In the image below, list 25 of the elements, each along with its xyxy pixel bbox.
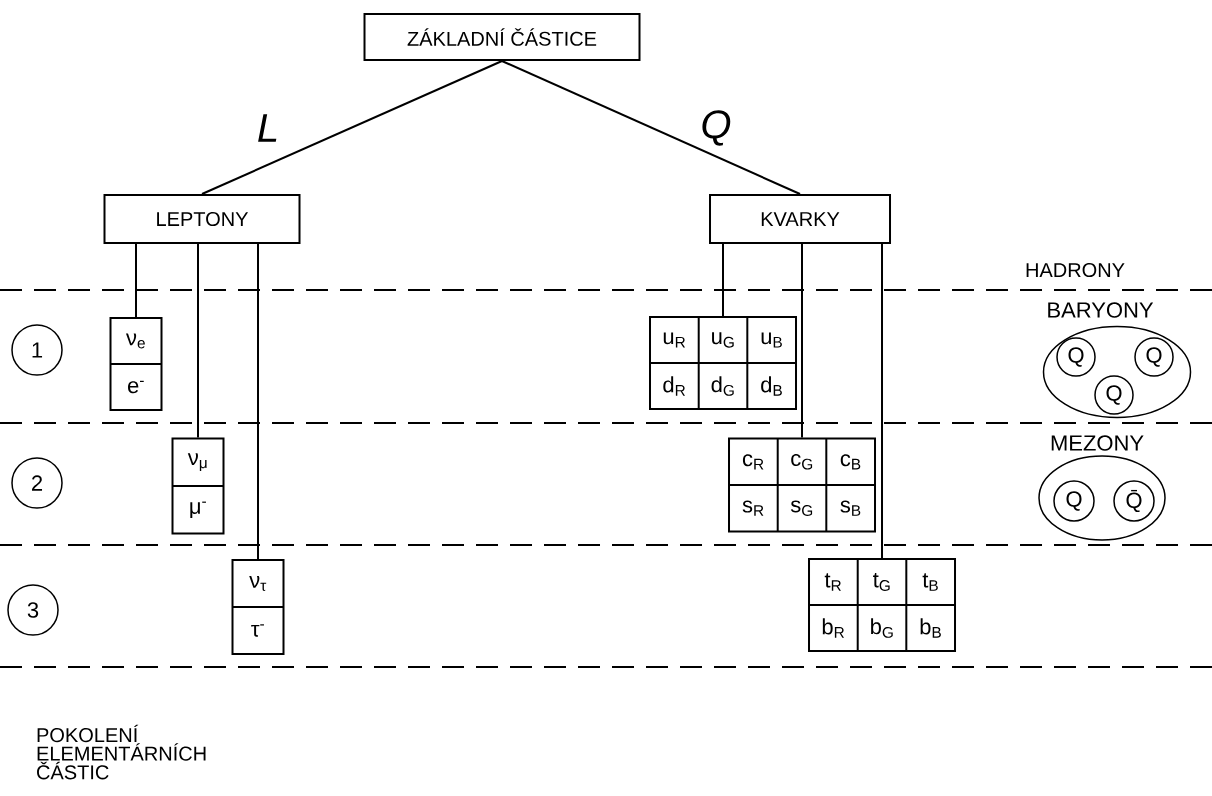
particle-table: t$_{R}$ t$_{G}$ t$_{B}$ b$_{R}$ b$_{G}$ b$_{B}$ [808, 558, 956, 652]
edge-label: L [258, 114, 277, 142]
particle-table: u$_{R}$ u$_{G}$ u$_{B}$ d$_{R}$ d$_{G}$ d$_{B}$ [649, 316, 797, 410]
connector-line [197, 243, 199, 439]
category-box: LEPTONY [103, 194, 301, 244]
note: POKOLENÍ ELEMENTÁRNÍCH ČÁSTIC [37, 724, 206, 780]
connector-line [201, 60, 503, 195]
heading: MEZONY [1051, 435, 1144, 451]
connector-line [135, 243, 137, 318]
heading: HADRONY [1026, 262, 1125, 278]
connector-line [801, 243, 803, 439]
category-box: KVARKY [709, 194, 891, 244]
connector-line [257, 243, 259, 560]
particle-table: c$_{R}$ c$_{G}$ c$_{B}$ s$_{R}$ s$_{G}$ s$_{B}$ [728, 437, 876, 533]
particle-table: ν$_{μ}$ μ$^{-}$ [171, 437, 225, 535]
connector-line [501, 60, 801, 195]
connector-line [722, 243, 724, 317]
particle-table: ν$_{e}$ e$^{-}$ [109, 317, 163, 411]
particle-table: ν$_{τ}$ τ$^{-}$ [231, 559, 285, 655]
particle-oval [1042, 325, 1192, 419]
connector-line [881, 243, 883, 559]
category-box: ZÁKLADNÍ ČÁSTICE [363, 13, 641, 61]
particle-oval [1038, 455, 1166, 541]
edge-label: Q [702, 110, 731, 146]
heading: BARYONY [1048, 302, 1154, 318]
